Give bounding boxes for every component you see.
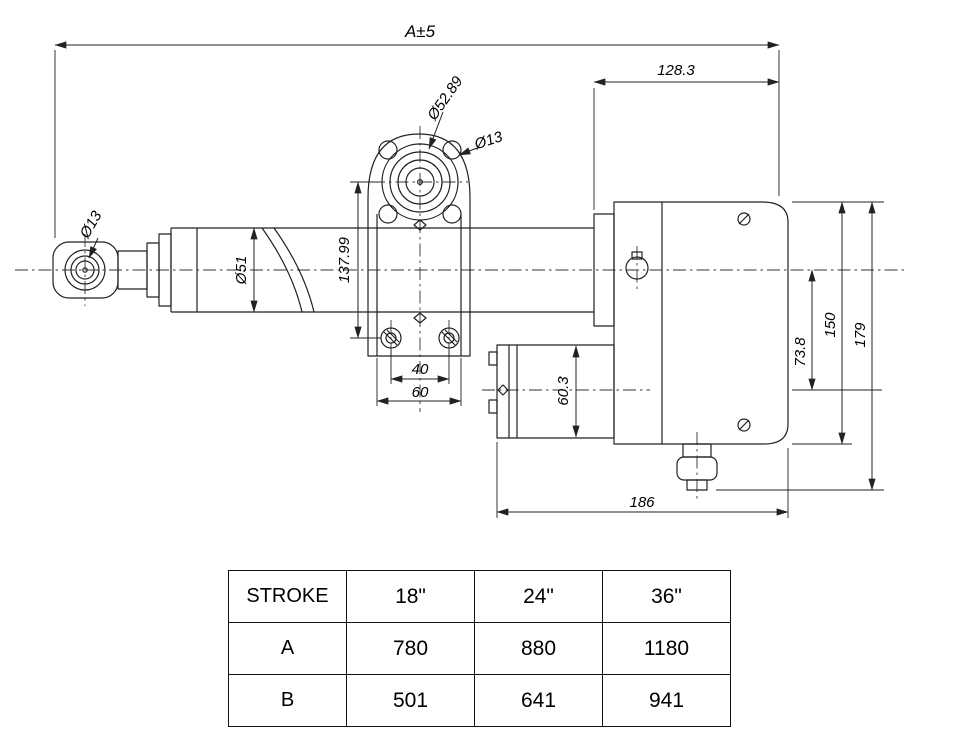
mounting-bracket — [367, 133, 471, 357]
dim-overall-length: A±5 — [404, 22, 436, 41]
dim-base-length: 186 — [629, 494, 655, 511]
actuator-dimension-drawing: A±5 128.3 Ø52.89 Ø13 Ø13 Ø51 137.99 40 6… — [15, 22, 905, 518]
cell-b-18: 501 — [346, 674, 475, 727]
rod-eye — [52, 241, 119, 299]
table-header-36in: 36" — [602, 570, 731, 623]
bolt-hole — [378, 204, 398, 224]
cell-a-36: 1180 — [602, 622, 731, 675]
cell-a-24: 880 — [474, 622, 603, 675]
table-header-stroke: STROKE — [228, 570, 347, 623]
table-header-24in: 24" — [474, 570, 603, 623]
dim-bolt-spacing: 40 — [412, 361, 429, 378]
cell-a-18: 780 — [346, 622, 475, 675]
cell-b-36: 941 — [602, 674, 731, 727]
dim-housing-width: 128.3 — [657, 62, 695, 79]
motor-terminal — [488, 351, 498, 366]
table-row-a: A 780 880 1180 — [228, 622, 731, 675]
break-line — [273, 227, 315, 313]
dim-axis-offset: 73.8 — [792, 337, 809, 367]
table-header-18in: 18" — [346, 570, 475, 623]
dim-bracket-height: 137.99 — [336, 236, 353, 283]
motor-terminal — [488, 399, 498, 414]
dim-hole-top: Ø13 — [472, 128, 506, 153]
dim-boss-diameter: Ø52.89 — [424, 73, 467, 124]
orientation-mark — [413, 312, 427, 324]
gear-housing — [593, 201, 789, 445]
row-label-a: A — [228, 622, 347, 675]
cell-b-24: 641 — [474, 674, 603, 727]
break-line — [261, 227, 303, 313]
bolt-hole — [442, 140, 462, 160]
dim-tube-diameter: Ø51 — [233, 256, 250, 285]
output-shaft-hole — [625, 256, 649, 280]
orientation-mark — [413, 219, 427, 231]
cylinder-tube — [117, 227, 594, 313]
cover-screw — [737, 418, 751, 432]
motor — [488, 344, 615, 439]
dim-housing-height: 150 — [822, 312, 839, 338]
table-row-b: B 501 641 941 — [228, 674, 731, 727]
dim-motor-diameter: 60.3 — [555, 376, 572, 406]
centerlines — [15, 126, 905, 502]
dim-overall-height: 179 — [852, 322, 869, 348]
orientation-mark — [497, 384, 509, 396]
bolt-hole — [378, 140, 398, 160]
bolt-hole — [442, 204, 462, 224]
cover-screw — [737, 212, 751, 226]
table-header-row: STROKE 18" 24" 36" — [228, 570, 731, 623]
stroke-spec-table: STROKE 18" 24" 36" A 780 880 1180 B 501 … — [228, 570, 731, 727]
bottom-stub — [676, 443, 718, 491]
mount-bolt-right — [438, 327, 460, 349]
row-label-b: B — [228, 674, 347, 727]
dim-hole-eye: Ø13 — [76, 208, 106, 242]
dim-bracket-width: 60 — [412, 384, 429, 401]
